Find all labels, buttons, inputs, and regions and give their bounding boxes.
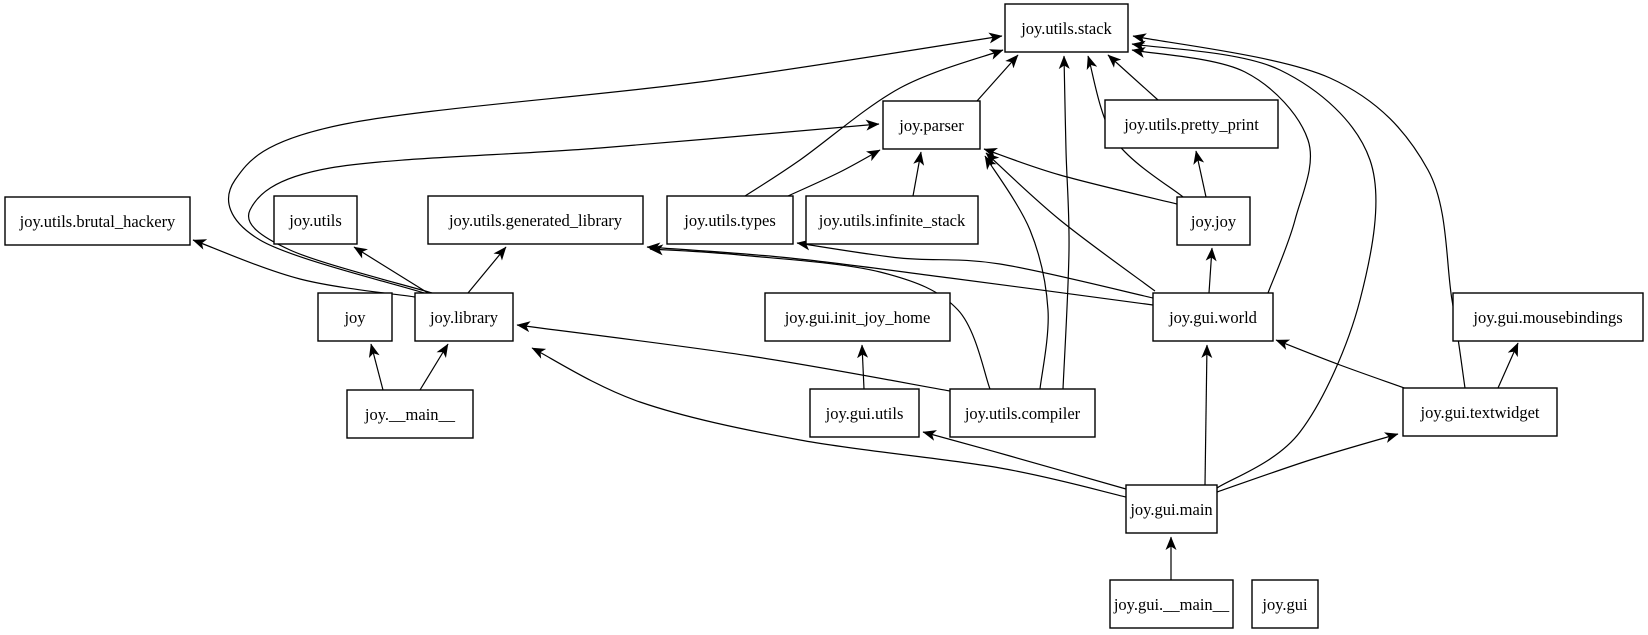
edge-joy-gui-main-to-joy-gui-utils [922,430,1127,490]
node-label: joy.utils.compiler [964,404,1081,423]
node-joy-utils-brutal-hackery: joy.utils.brutal_hackery [4,196,191,246]
edge-joy-library-to-joy-parser [248,119,880,294]
node-joy-gui-mousebindings: joy.gui.mousebindings [1452,292,1644,342]
edge-joy-gui-main-to-joy-utils-stack [1131,40,1377,489]
edge-joy-utils-types-to-joy-utils-stack [744,49,1004,197]
edge-joy-parser-to-joy-utils-stack [976,54,1019,102]
node-box [427,195,644,245]
node-label: joy.joy [1190,212,1237,231]
node-label: joy.utils.brutal_hackery [19,212,176,231]
edge-joy-main-to-joy-library [419,343,449,391]
node-joy-utils-generated-library: joy.utils.generated_library [427,195,644,245]
edge-joy-utils-compiler-to-joy-library [516,321,951,392]
node-joy-utils-infinite-stack: joy.utils.infinite_stack [805,195,979,245]
edge-joy-gui-world-to-joy-utils-generated-library [646,242,1154,306]
node-joy-main: joy.__main__ [346,389,474,439]
node-box [1176,196,1251,246]
node-label: joy.utils.types [683,211,776,230]
node-label: joy.gui.textwidget [1420,403,1540,422]
edge-joy-joy-to-joy-parser [983,147,1178,205]
edge-joy-utils-types-to-joy-parser [787,149,881,197]
edge-joy-utils-infinite-stack-to-joy-parser [912,151,925,197]
node-label: joy.library [429,308,499,327]
node-joy-utils-types: joy.utils.types [666,195,794,245]
node-box [949,388,1096,438]
edge-joy-utils-compiler-to-joy-utils-stack [1058,55,1070,390]
node-joy-utils-stack: joy.utils.stack [1004,3,1129,53]
edge-joy-gui-textwidget-to-joy-gui-world [1275,339,1411,391]
edge-joy-gui-main-to-joy-gui-world [1201,344,1213,486]
edge-joy-gui-world-to-joy-utils-stack [1131,47,1312,294]
edge-joy-joy-to-joy-utils-pretty-print [1193,150,1207,198]
node-joy-gui: joy.gui [1251,579,1319,629]
edge-joy-utils-pretty-print-to-joy-utils-stack [1107,54,1159,101]
node-label: joy.gui [1261,595,1308,614]
node-box [1125,484,1218,534]
edge-joy-gui-world-to-joy-joy [1205,247,1217,294]
edge-joy-library-to-joy-utils-stack [227,32,1003,294]
node-box [317,292,393,342]
node-label: joy.utils.infinite_stack [818,211,966,230]
node-label: joy.utils.generated_library [448,211,623,230]
node-box [809,388,920,438]
node-label: joy.gui.world [1168,308,1258,327]
node-box [805,195,979,245]
node-joy-gui-textwidget: joy.gui.textwidget [1402,387,1558,437]
node-label: joy.gui.__main__ [1113,595,1230,614]
node-label: joy [343,308,366,327]
edge-joy-utils-compiler-to-joy-parser [984,155,1049,390]
node-box [764,292,951,342]
edge-joy-gui-world-to-joy-utils-types [796,239,1154,299]
node-box [1109,579,1234,629]
node-joy-gui-main: joy.gui.main [1125,484,1218,534]
node-box [882,100,981,150]
node-label: joy.parser [898,116,964,135]
node-joy: joy [317,292,393,342]
edge-joy-gui-textwidget-to-joy-gui-mousebindings [1497,342,1519,389]
node-box [273,195,358,245]
node-joy-gui-world: joy.gui.world [1152,292,1274,342]
node-box [346,389,474,439]
node-label: joy.__main__ [364,405,456,424]
node-box [1004,3,1129,53]
node-joy-library: joy.library [414,292,514,342]
edge-joy-library-to-joy-utils [353,246,429,294]
edge-joy-gui-main-to-joy-library [531,347,1127,498]
node-label: joy.gui.utils [825,404,904,423]
node-joy-utils-pretty-print: joy.utils.pretty_print [1104,99,1279,149]
edge-joy-library-to-joy-utils-brutal-hackery [192,239,416,298]
edge-joy-gui-main-to-joy-gui-textwidget [1216,432,1399,493]
node-joy-parser: joy.parser [882,100,981,150]
node-joy-utils-compiler: joy.utils.compiler [949,388,1096,438]
node-label: joy.gui.mousebindings [1472,308,1622,327]
node-box [1251,579,1319,629]
node-box [1104,99,1279,149]
node-box [1452,292,1644,342]
node-label: joy.gui.main [1129,500,1212,519]
node-joy-gui-init-joy-home: joy.gui.init_joy_home [764,292,951,342]
node-label: joy.gui.init_joy_home [784,308,931,327]
edge-joy-utils-compiler-to-joy-utils-generated-library [649,244,991,390]
node-joy-gui-main: joy.gui.__main__ [1109,579,1234,629]
edge-joy-gui-utils-to-joy-gui-init-joy-home [857,344,869,390]
node-box [414,292,514,342]
node-box [1152,292,1274,342]
edge-joy-gui-world-to-joy-parser [985,152,1156,292]
node-joy-gui-utils: joy.gui.utils [809,388,920,438]
node-label: joy.utils.pretty_print [1123,115,1259,134]
node-label: joy.utils.stack [1020,19,1112,38]
node-box [4,196,191,246]
node-joy-joy: joy.joy [1176,196,1251,246]
nodes-layer: joy.utils.stack joy.parser joy.utils.prett… [4,3,1644,629]
node-joy-utils: joy.utils [273,195,358,245]
node-box [1402,387,1558,437]
node-label: joy.utils [288,211,342,230]
edge-joy-main-to-joy [368,343,384,391]
node-box [666,195,794,245]
edge-joy-library-to-joy-utils-generated-library [467,246,507,294]
